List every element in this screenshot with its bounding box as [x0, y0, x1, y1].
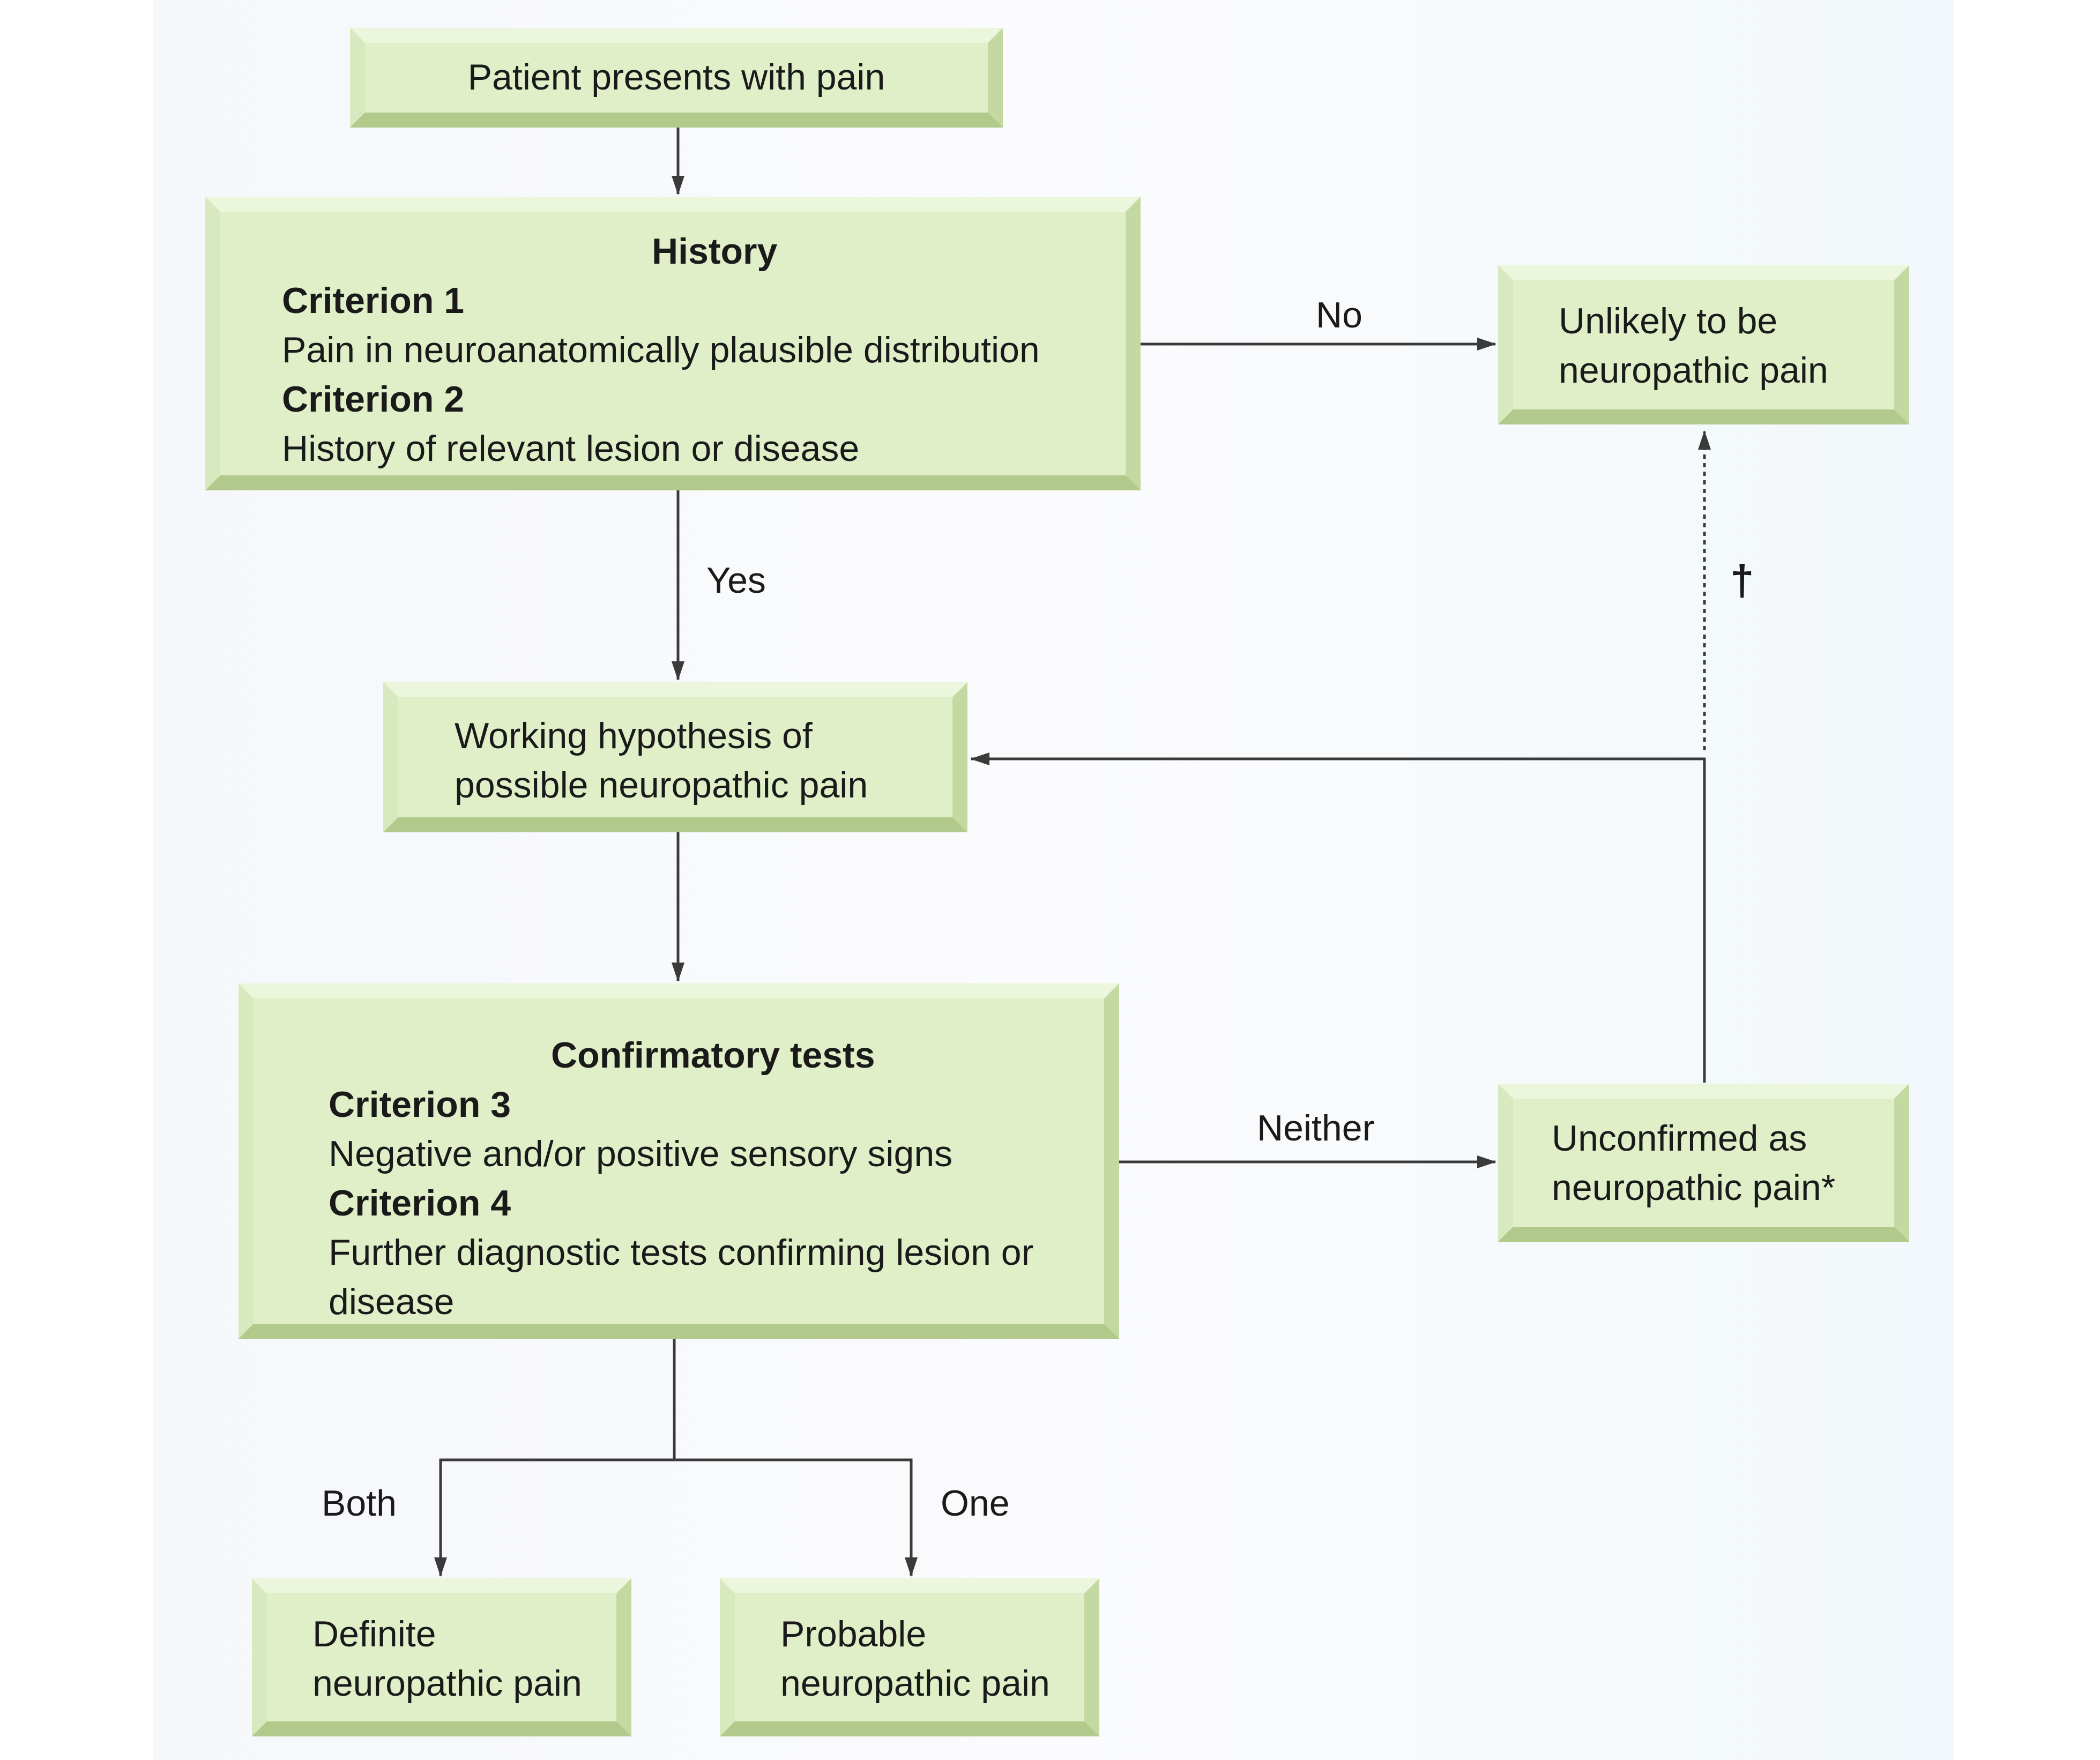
arrow-unconfirmed-to-hypothesis: [970, 752, 1706, 1083]
node-hypothesis-line-1: Working hypothesis of: [455, 715, 813, 756]
criterion-2-label: Criterion 2: [282, 379, 465, 420]
node-history: History Criterion 1 Pain in neuroanatomi…: [205, 197, 1141, 490]
edge-label-both: Both: [322, 1483, 397, 1524]
node-unlikely-line-2: neuropathic pain: [1559, 350, 1828, 391]
node-unconfirmed-line-2: neuropathic pain*: [1552, 1167, 1836, 1208]
node-start: Patient presents with pain: [350, 28, 1003, 128]
arrow-one: [674, 1458, 918, 1577]
arrow-both: [434, 1458, 674, 1577]
node-probable: Probable neuropathic pain: [720, 1578, 1099, 1736]
criterion-1-text: Pain in neuroanatomically plausible dist…: [282, 330, 1040, 370]
node-probable-line-2: neuropathic pain: [780, 1663, 1050, 1704]
criterion-3-label: Criterion 3: [329, 1084, 511, 1125]
node-confirmatory: Confirmatory tests Criterion 3 Negative …: [239, 983, 1119, 1339]
edge-label-neither: Neither: [1257, 1108, 1375, 1149]
node-history-title: History: [652, 231, 778, 272]
node-hypothesis-line-2: possible neuropathic pain: [455, 765, 868, 806]
edge-label-yes: Yes: [706, 560, 766, 601]
edge-label-one: One: [941, 1483, 1010, 1524]
node-hypothesis: Working hypothesis of possible neuropath…: [383, 682, 967, 832]
edge-label-dagger: †: [1730, 556, 1754, 604]
node-start-text: Patient presents with pain: [467, 57, 885, 98]
node-confirmatory-title: Confirmatory tests: [551, 1035, 875, 1076]
criterion-4-label: Criterion 4: [329, 1183, 511, 1224]
node-definite-line-1: Definite: [312, 1614, 436, 1654]
node-unlikely: Unlikely to be neuropathic pain: [1498, 265, 1909, 424]
node-definite: Definite neuropathic pain: [252, 1578, 631, 1736]
criterion-4-text-line-1: Further diagnostic tests confirming lesi…: [329, 1232, 1034, 1273]
node-unconfirmed-line-1: Unconfirmed as: [1552, 1118, 1807, 1159]
node-unconfirmed: Unconfirmed as neuropathic pain*: [1498, 1084, 1909, 1242]
node-unlikely-line-1: Unlikely to be: [1559, 301, 1778, 341]
criterion-4-text-line-2: disease: [329, 1281, 455, 1322]
criterion-3-text: Negative and/or positive sensory signs: [329, 1133, 953, 1174]
criterion-2-text: History of relevant lesion or disease: [282, 428, 860, 469]
node-probable-line-1: Probable: [780, 1614, 927, 1654]
edge-label-no: No: [1316, 295, 1362, 335]
node-definite-line-2: neuropathic pain: [312, 1663, 582, 1704]
criterion-1-label: Criterion 1: [282, 280, 465, 321]
